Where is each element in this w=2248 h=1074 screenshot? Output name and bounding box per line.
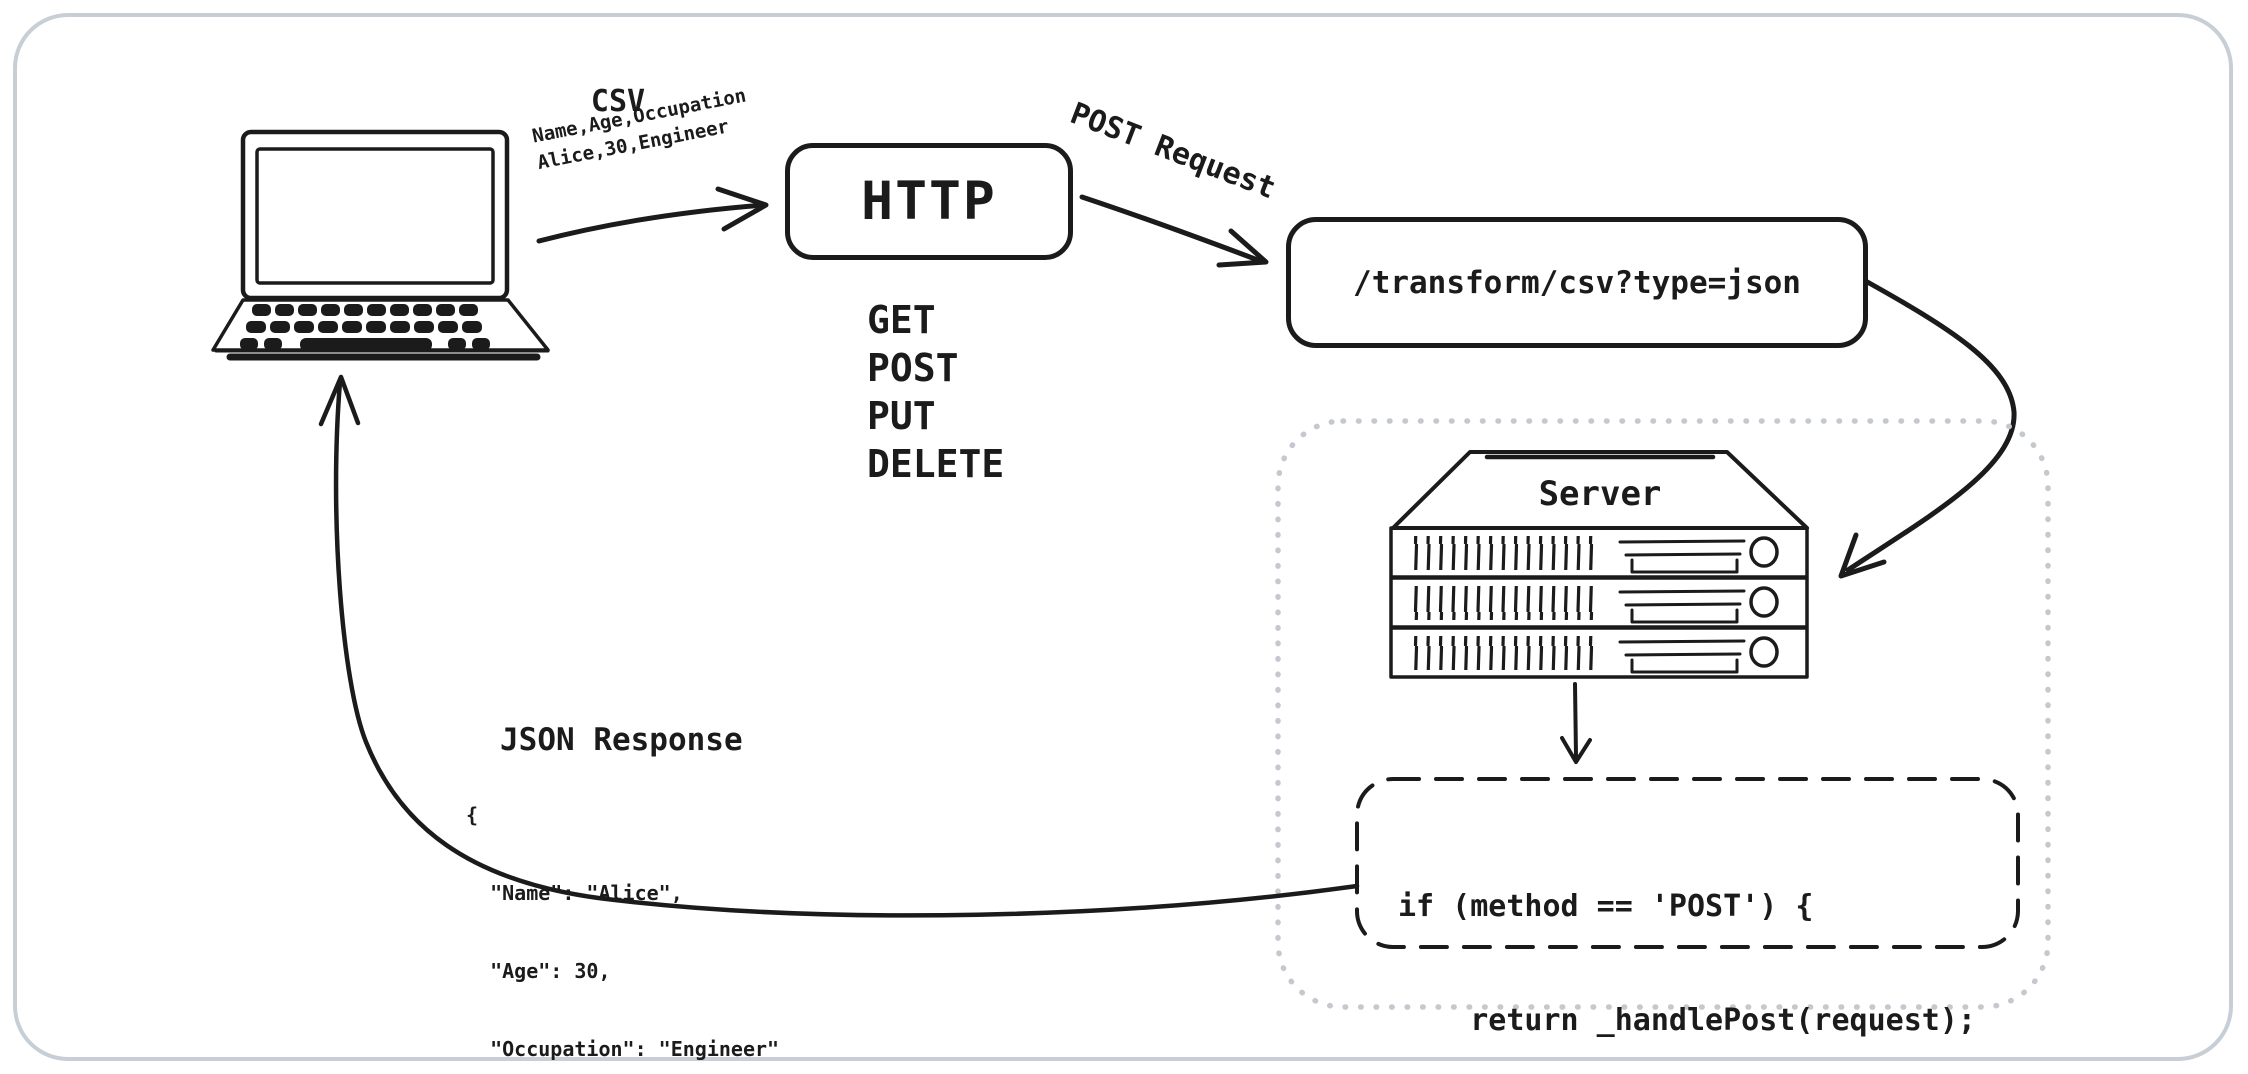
json-response-label: JSON Response <box>500 722 743 758</box>
csv-arrow <box>536 186 769 244</box>
server-to-handler-arrow <box>1560 682 1592 764</box>
method-item-delete: DELETE <box>867 442 1005 486</box>
endpoint-box: /transform/csv?type=json <box>1286 217 1868 348</box>
laptop-keys <box>240 304 490 351</box>
server-label: Server <box>1538 474 1662 514</box>
http-methods-list: GET POST PUT DELETE <box>867 296 1004 488</box>
method-item-get: GET <box>867 298 936 342</box>
json-line: { <box>466 803 479 827</box>
json-line: "Age": 30, <box>466 959 611 983</box>
server-illustration <box>1389 450 1809 679</box>
code-line: if (method == 'POST') { <box>1398 889 1814 924</box>
csv-label: CSV <box>590 84 646 119</box>
method-item-post: POST <box>867 346 959 390</box>
handler-code-box <box>1355 777 2020 949</box>
http-box: HTTP <box>785 143 1073 260</box>
handler-code: if (method == 'POST') { return _handlePo… <box>1398 812 1976 1074</box>
endpoint-to-server-arrow <box>1838 276 2017 579</box>
json-response-body: { "Name": "Alice", "Age": 30, "Occupatio… <box>466 750 779 1074</box>
method-item-put: PUT <box>867 394 936 438</box>
json-line: "Occupation": "Engineer" <box>466 1037 780 1061</box>
http-label: HTTP <box>861 171 997 232</box>
outer-frame <box>13 13 2233 1061</box>
code-line: return _handlePost(request); <box>1398 1003 1976 1038</box>
json-line: "Name": "Alice", <box>466 881 683 905</box>
post-request-arrow <box>1079 194 1269 268</box>
response-arrow <box>318 374 1360 918</box>
laptop-illustration <box>211 129 550 361</box>
endpoint-label: /transform/csv?type=json <box>1353 264 1801 301</box>
